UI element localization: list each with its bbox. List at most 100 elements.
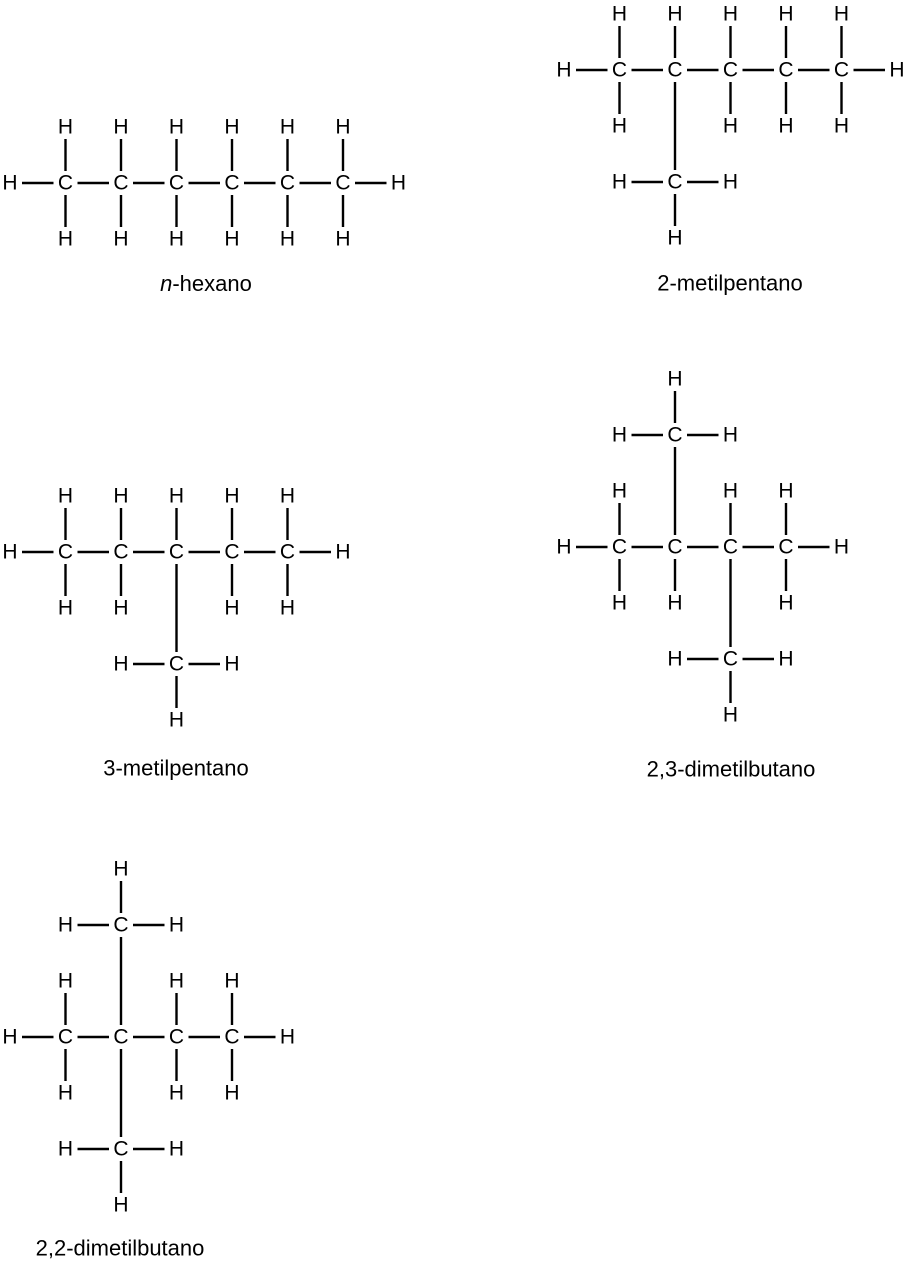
carbon-atom: C bbox=[335, 172, 350, 195]
hydrogen-atom: H bbox=[667, 648, 682, 671]
hydrogen-atom: H bbox=[834, 115, 849, 138]
hydrogen-atom: H bbox=[723, 480, 738, 503]
hydrogen-atom: H bbox=[169, 228, 184, 251]
hydrogen-atom: H bbox=[169, 709, 184, 732]
carbon-atom: C bbox=[612, 536, 627, 559]
carbon-atom: C bbox=[667, 59, 682, 82]
carbon-atom: C bbox=[778, 536, 793, 559]
hydrogen-atom: H bbox=[778, 480, 793, 503]
hydrogen-atom: H bbox=[556, 536, 571, 559]
carbon-atom: C bbox=[58, 1026, 73, 1049]
hydrogen-atom: H bbox=[2, 172, 17, 195]
hydrogen-atom: H bbox=[113, 485, 128, 508]
hydrogen-atom: H bbox=[224, 653, 239, 676]
hydrogen-atom: H bbox=[224, 116, 239, 139]
hydrogen-atom: H bbox=[113, 116, 128, 139]
hydrogen-atom: H bbox=[889, 59, 904, 82]
carbon-atom: C bbox=[834, 59, 849, 82]
carbon-atom: C bbox=[224, 1026, 239, 1049]
hydrogen-atom: H bbox=[113, 653, 128, 676]
hydrogen-atom: H bbox=[58, 485, 73, 508]
hydrogen-atom: H bbox=[667, 227, 682, 250]
hydrogen-atom: H bbox=[612, 3, 627, 26]
hydrogen-atom: H bbox=[224, 1082, 239, 1105]
carbon-atom: C bbox=[169, 172, 184, 195]
carbon-atom: C bbox=[667, 171, 682, 194]
hydrogen-atom: H bbox=[335, 541, 350, 564]
hydrogen-atom: H bbox=[169, 116, 184, 139]
hydrogen-atom: H bbox=[723, 171, 738, 194]
hydrogen-atom: H bbox=[169, 1138, 184, 1161]
hydrogen-atom: H bbox=[612, 592, 627, 615]
hydrogen-atom: H bbox=[391, 172, 406, 195]
hydrogen-atom: H bbox=[834, 3, 849, 26]
label-2-2-dimetilbutano: 2,2-dimetilbutano bbox=[36, 1236, 205, 1261]
carbon-atom: C bbox=[169, 541, 184, 564]
hydrogen-atom: H bbox=[723, 424, 738, 447]
hydrogen-atom: H bbox=[667, 368, 682, 391]
hydrogen-atom: H bbox=[667, 592, 682, 615]
hydrogen-atom: H bbox=[667, 3, 682, 26]
carbon-atom: C bbox=[723, 536, 738, 559]
hydrogen-atom: H bbox=[556, 59, 571, 82]
hydrogen-atom: H bbox=[58, 1082, 73, 1105]
hydrogen-atom: H bbox=[224, 228, 239, 251]
hydrogen-atom: H bbox=[612, 424, 627, 447]
carbon-atom: C bbox=[667, 536, 682, 559]
label-2-metilpentano: 2-metilpentano bbox=[657, 271, 803, 296]
hydrogen-atom: H bbox=[58, 228, 73, 251]
hydrogen-atom: H bbox=[612, 115, 627, 138]
hydrogen-atom: H bbox=[169, 1082, 184, 1105]
hydrogen-atom: H bbox=[723, 704, 738, 727]
hydrogen-atom: H bbox=[113, 228, 128, 251]
hydrogen-atom: H bbox=[2, 541, 17, 564]
hydrogen-atom: H bbox=[280, 228, 295, 251]
hydrogen-atom: H bbox=[58, 970, 73, 993]
carbon-atom: C bbox=[113, 541, 128, 564]
hydrogen-atom: H bbox=[224, 597, 239, 620]
hydrogen-atom: H bbox=[58, 1138, 73, 1161]
hydrogen-atom: H bbox=[169, 485, 184, 508]
label-2-3-dimetilbutano: 2,3-dimetilbutano bbox=[647, 757, 816, 782]
label-3-metilpentano: 3-metilpentano bbox=[103, 756, 249, 781]
hydrogen-atom: H bbox=[280, 1026, 295, 1049]
carbon-atom: C bbox=[224, 172, 239, 195]
hydrogen-atom: H bbox=[280, 485, 295, 508]
carbon-atom: C bbox=[113, 1026, 128, 1049]
hydrogen-atom: H bbox=[58, 597, 73, 620]
hydrogen-atom: H bbox=[612, 171, 627, 194]
hydrogen-atom: H bbox=[224, 970, 239, 993]
carbon-atom: C bbox=[113, 172, 128, 195]
hydrogen-atom: H bbox=[2, 1026, 17, 1049]
hydrogen-atom: H bbox=[778, 3, 793, 26]
hydrogen-atom: H bbox=[280, 116, 295, 139]
hydrogen-atom: H bbox=[778, 648, 793, 671]
hydrogen-atom: H bbox=[723, 115, 738, 138]
hydrogen-atom: H bbox=[169, 914, 184, 937]
hydrogen-atom: H bbox=[113, 1194, 128, 1217]
carbon-atom: C bbox=[224, 541, 239, 564]
carbon-atom: C bbox=[667, 424, 682, 447]
carbon-atom: C bbox=[280, 172, 295, 195]
hydrogen-atom: H bbox=[778, 592, 793, 615]
hydrogen-atom: H bbox=[113, 597, 128, 620]
hydrogen-atom: H bbox=[58, 914, 73, 937]
carbon-atom: C bbox=[113, 1138, 128, 1161]
hydrogen-atom: H bbox=[169, 970, 184, 993]
hydrogen-atom: H bbox=[280, 597, 295, 620]
carbon-atom: C bbox=[58, 541, 73, 564]
label-n-hexano: n-hexano bbox=[160, 271, 252, 296]
carbon-atom: C bbox=[169, 653, 184, 676]
carbon-atom: C bbox=[280, 541, 295, 564]
hydrogen-atom: H bbox=[335, 116, 350, 139]
hydrogen-atom: H bbox=[612, 480, 627, 503]
hydrogen-atom: H bbox=[113, 858, 128, 881]
hydrogen-atom: H bbox=[58, 116, 73, 139]
hydrogen-atom: H bbox=[778, 115, 793, 138]
